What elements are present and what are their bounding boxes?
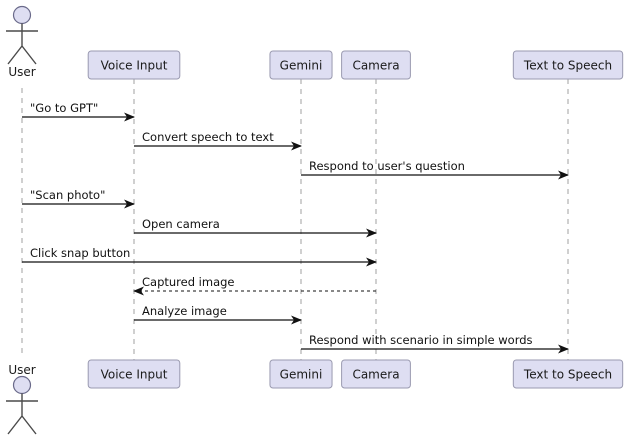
message-label: Respond with scenario in simple words bbox=[309, 333, 533, 347]
message-5: Click snap button bbox=[22, 246, 377, 267]
participant-label: Camera bbox=[352, 368, 399, 382]
message-6: Captured image bbox=[133, 275, 376, 296]
participant-box-shape bbox=[341, 50, 411, 80]
messages-group: "Go to GPT" Convert speech to textRespond… bbox=[22, 101, 569, 354]
message-label: Open camera bbox=[142, 217, 220, 231]
participant-voice_input-top[interactable]: Voice Input bbox=[87, 50, 181, 80]
message-4: Open camera bbox=[134, 217, 377, 238]
participant-gemini-top[interactable]: Gemini bbox=[269, 50, 333, 80]
participant-camera-bottom[interactable]: Camera bbox=[341, 359, 411, 389]
actor-label: User bbox=[8, 363, 35, 377]
participant-label: Voice Input bbox=[101, 59, 168, 73]
participant-box-shape bbox=[341, 359, 411, 389]
participant-label: Text to Speech bbox=[523, 368, 612, 382]
participant-voice_input-bottom[interactable]: Voice Input bbox=[87, 359, 181, 389]
message-label: "Go to GPT" bbox=[30, 101, 98, 115]
participant-label: Camera bbox=[352, 59, 399, 73]
message-label: "Scan photo" bbox=[30, 188, 105, 202]
message-label: Captured image bbox=[142, 275, 235, 289]
lifeline-group bbox=[21, 79, 569, 360]
participant-box-shape bbox=[87, 50, 181, 80]
participants-bottom-row: User Voice Input Gemini Camera Text to Speec… bbox=[6, 359, 624, 435]
participant-label: Voice Input bbox=[101, 368, 168, 382]
actor-body-icon bbox=[6, 393, 38, 435]
participant-box-shape bbox=[269, 50, 333, 80]
message-7: Analyze image bbox=[134, 304, 302, 325]
message-3: "Scan photo" bbox=[22, 188, 135, 209]
participants-top-row: User Voice Input Gemini Camera Text to Speec… bbox=[6, 5, 624, 80]
participant-label: Gemini bbox=[280, 59, 323, 73]
participant-box-shape bbox=[87, 359, 181, 389]
message-0: "Go to GPT" bbox=[22, 101, 135, 122]
actor-user-top[interactable]: User bbox=[6, 5, 38, 80]
message-1: Convert speech to text bbox=[134, 130, 302, 151]
message-label: Respond to user's question bbox=[309, 159, 465, 173]
actor-body-icon bbox=[6, 23, 38, 65]
participant-label: Gemini bbox=[280, 368, 323, 382]
actor-user-bottom[interactable]: User bbox=[6, 363, 38, 435]
message-label: Convert speech to text bbox=[142, 130, 274, 144]
message-label: Click snap button bbox=[30, 246, 130, 260]
actor-label: User bbox=[8, 65, 35, 79]
participant-tts-bottom[interactable]: Text to Speech bbox=[512, 359, 624, 389]
actor-head-icon bbox=[12, 5, 32, 25]
message-8: Respond with scenario in simple words bbox=[301, 333, 569, 354]
message-label: Analyze image bbox=[142, 304, 227, 318]
participant-box-shape bbox=[512, 50, 624, 80]
participant-camera-top[interactable]: Camera bbox=[341, 50, 411, 80]
participant-gemini-bottom[interactable]: Gemini bbox=[269, 359, 333, 389]
participant-tts-top[interactable]: Text to Speech bbox=[512, 50, 624, 80]
actor-head-icon bbox=[12, 375, 32, 395]
participant-label: Text to Speech bbox=[523, 59, 612, 73]
participant-box-shape bbox=[269, 359, 333, 389]
participant-box-shape bbox=[512, 359, 624, 389]
message-2: Respond to user's question bbox=[301, 159, 569, 180]
